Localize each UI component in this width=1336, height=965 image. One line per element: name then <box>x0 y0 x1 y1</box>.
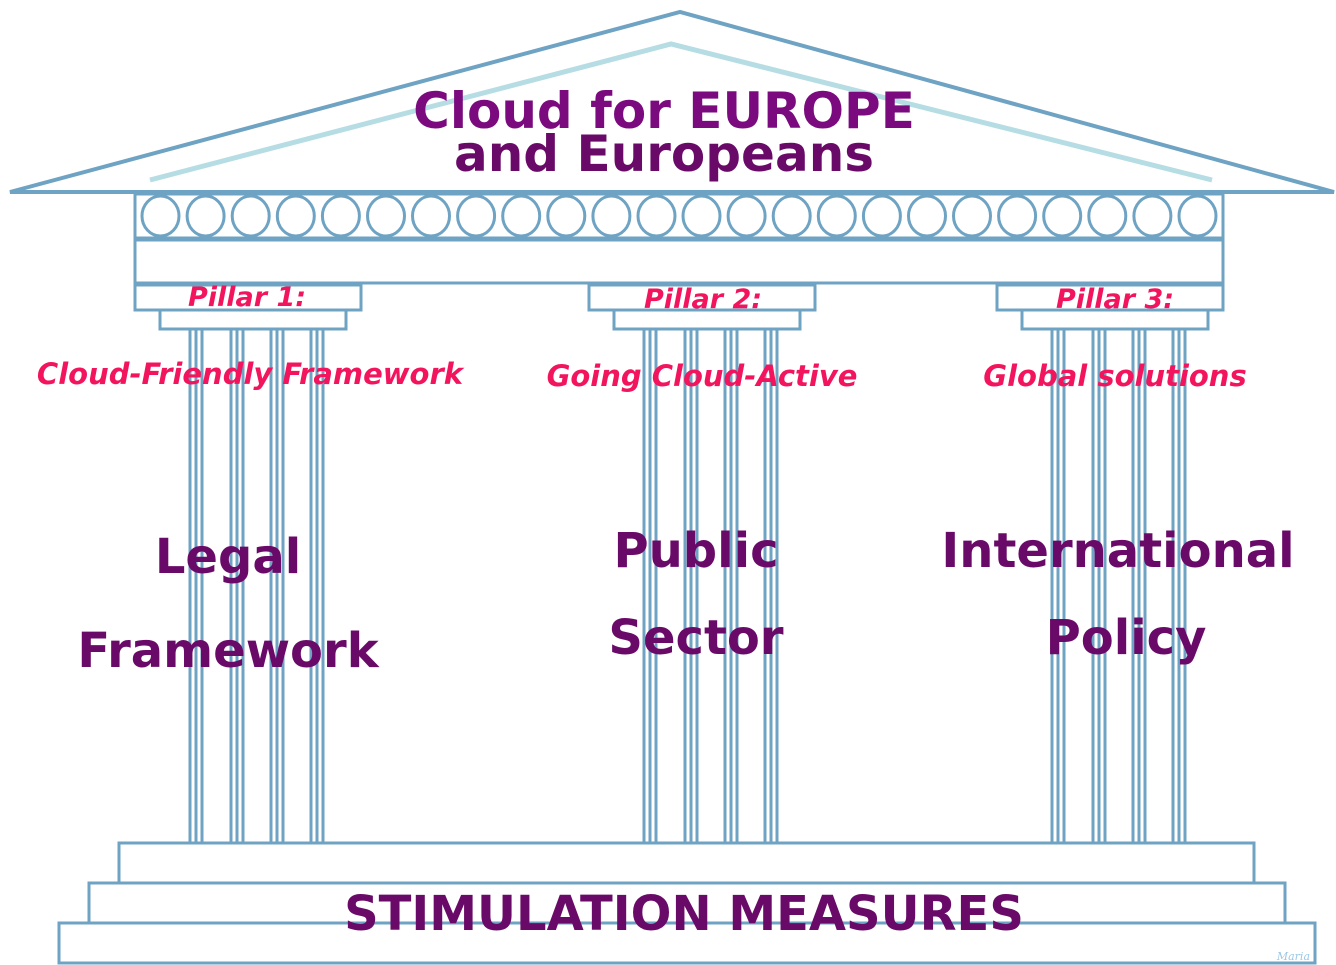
frieze-ovals <box>140 194 1218 238</box>
pillar-2-label: Pillar 2: <box>644 284 762 315</box>
pillar-3-body-line2: Policy <box>1046 610 1207 666</box>
pillar-2-subtitle: Going Cloud-Active <box>547 359 858 393</box>
pillar-1-body-line1: Legal <box>155 529 301 585</box>
entablature <box>133 192 1225 285</box>
frieze-oval <box>726 194 767 238</box>
frieze-oval <box>320 194 361 238</box>
frieze-oval <box>771 194 812 238</box>
roof-outer-outline <box>9 9 1335 194</box>
pillar-3: Pillar 3: Global solutions International… <box>941 284 1294 666</box>
capitals <box>133 283 1225 331</box>
frieze-oval <box>1042 194 1083 238</box>
frieze-oval <box>456 194 497 238</box>
frieze-oval <box>636 194 677 238</box>
frieze-band <box>133 192 1225 240</box>
frieze-oval <box>816 194 857 238</box>
frieze-oval <box>907 194 947 238</box>
frieze-oval <box>681 194 722 238</box>
frieze-oval <box>546 194 587 238</box>
frieze-oval <box>275 194 316 238</box>
pillar-3-body-line1: International <box>941 523 1294 579</box>
frieze-oval <box>952 194 992 238</box>
frieze-oval <box>140 194 181 238</box>
pillar-2-body-line2: Sector <box>608 610 784 666</box>
temple-title-line1: Cloud for EUROPE <box>413 82 915 140</box>
architrave-band <box>133 238 1225 285</box>
frieze-oval <box>591 194 632 238</box>
base-step-bottom <box>57 921 1317 965</box>
capital-slab-lower <box>612 308 802 331</box>
frieze-oval <box>1177 194 1218 238</box>
frieze-oval <box>230 194 271 238</box>
pillar-1-subtitle: Cloud-Friendly Framework <box>37 357 465 391</box>
pillar-3-subtitle: Global solutions <box>983 359 1246 393</box>
column-shafts <box>188 329 1187 843</box>
frieze-oval <box>501 194 542 238</box>
temple-roof <box>9 9 1335 194</box>
signature: Maria <box>1276 950 1310 963</box>
frieze-oval <box>997 194 1038 238</box>
frieze-oval <box>861 194 902 238</box>
base-label: STIMULATION MEASURES <box>344 886 1024 942</box>
pillar-2-body-line1: Public <box>613 523 778 579</box>
pillar-3-label: Pillar 3: <box>1056 284 1174 315</box>
pillar-1-label: Pillar 1: <box>188 282 306 313</box>
pillar-1-body-line2: Framework <box>77 623 379 679</box>
capital-slab-lower <box>1020 308 1210 331</box>
pillar-2: Pillar 2: Going Cloud-Active Public Sect… <box>547 284 858 666</box>
pillar-1: Pillar 1: Cloud-Friendly Framework Legal… <box>37 282 465 679</box>
frieze-oval <box>411 194 451 238</box>
frieze-oval <box>1132 194 1173 238</box>
base-step-top <box>117 841 1256 885</box>
temple-base <box>57 841 1317 965</box>
capital-slab-lower <box>158 308 348 331</box>
temple-title-line2: and Europeans <box>454 125 874 183</box>
frieze-oval <box>366 194 406 238</box>
roof-inner-outline <box>149 41 1213 183</box>
frieze-oval <box>1087 194 1128 238</box>
frieze-oval <box>185 194 226 238</box>
